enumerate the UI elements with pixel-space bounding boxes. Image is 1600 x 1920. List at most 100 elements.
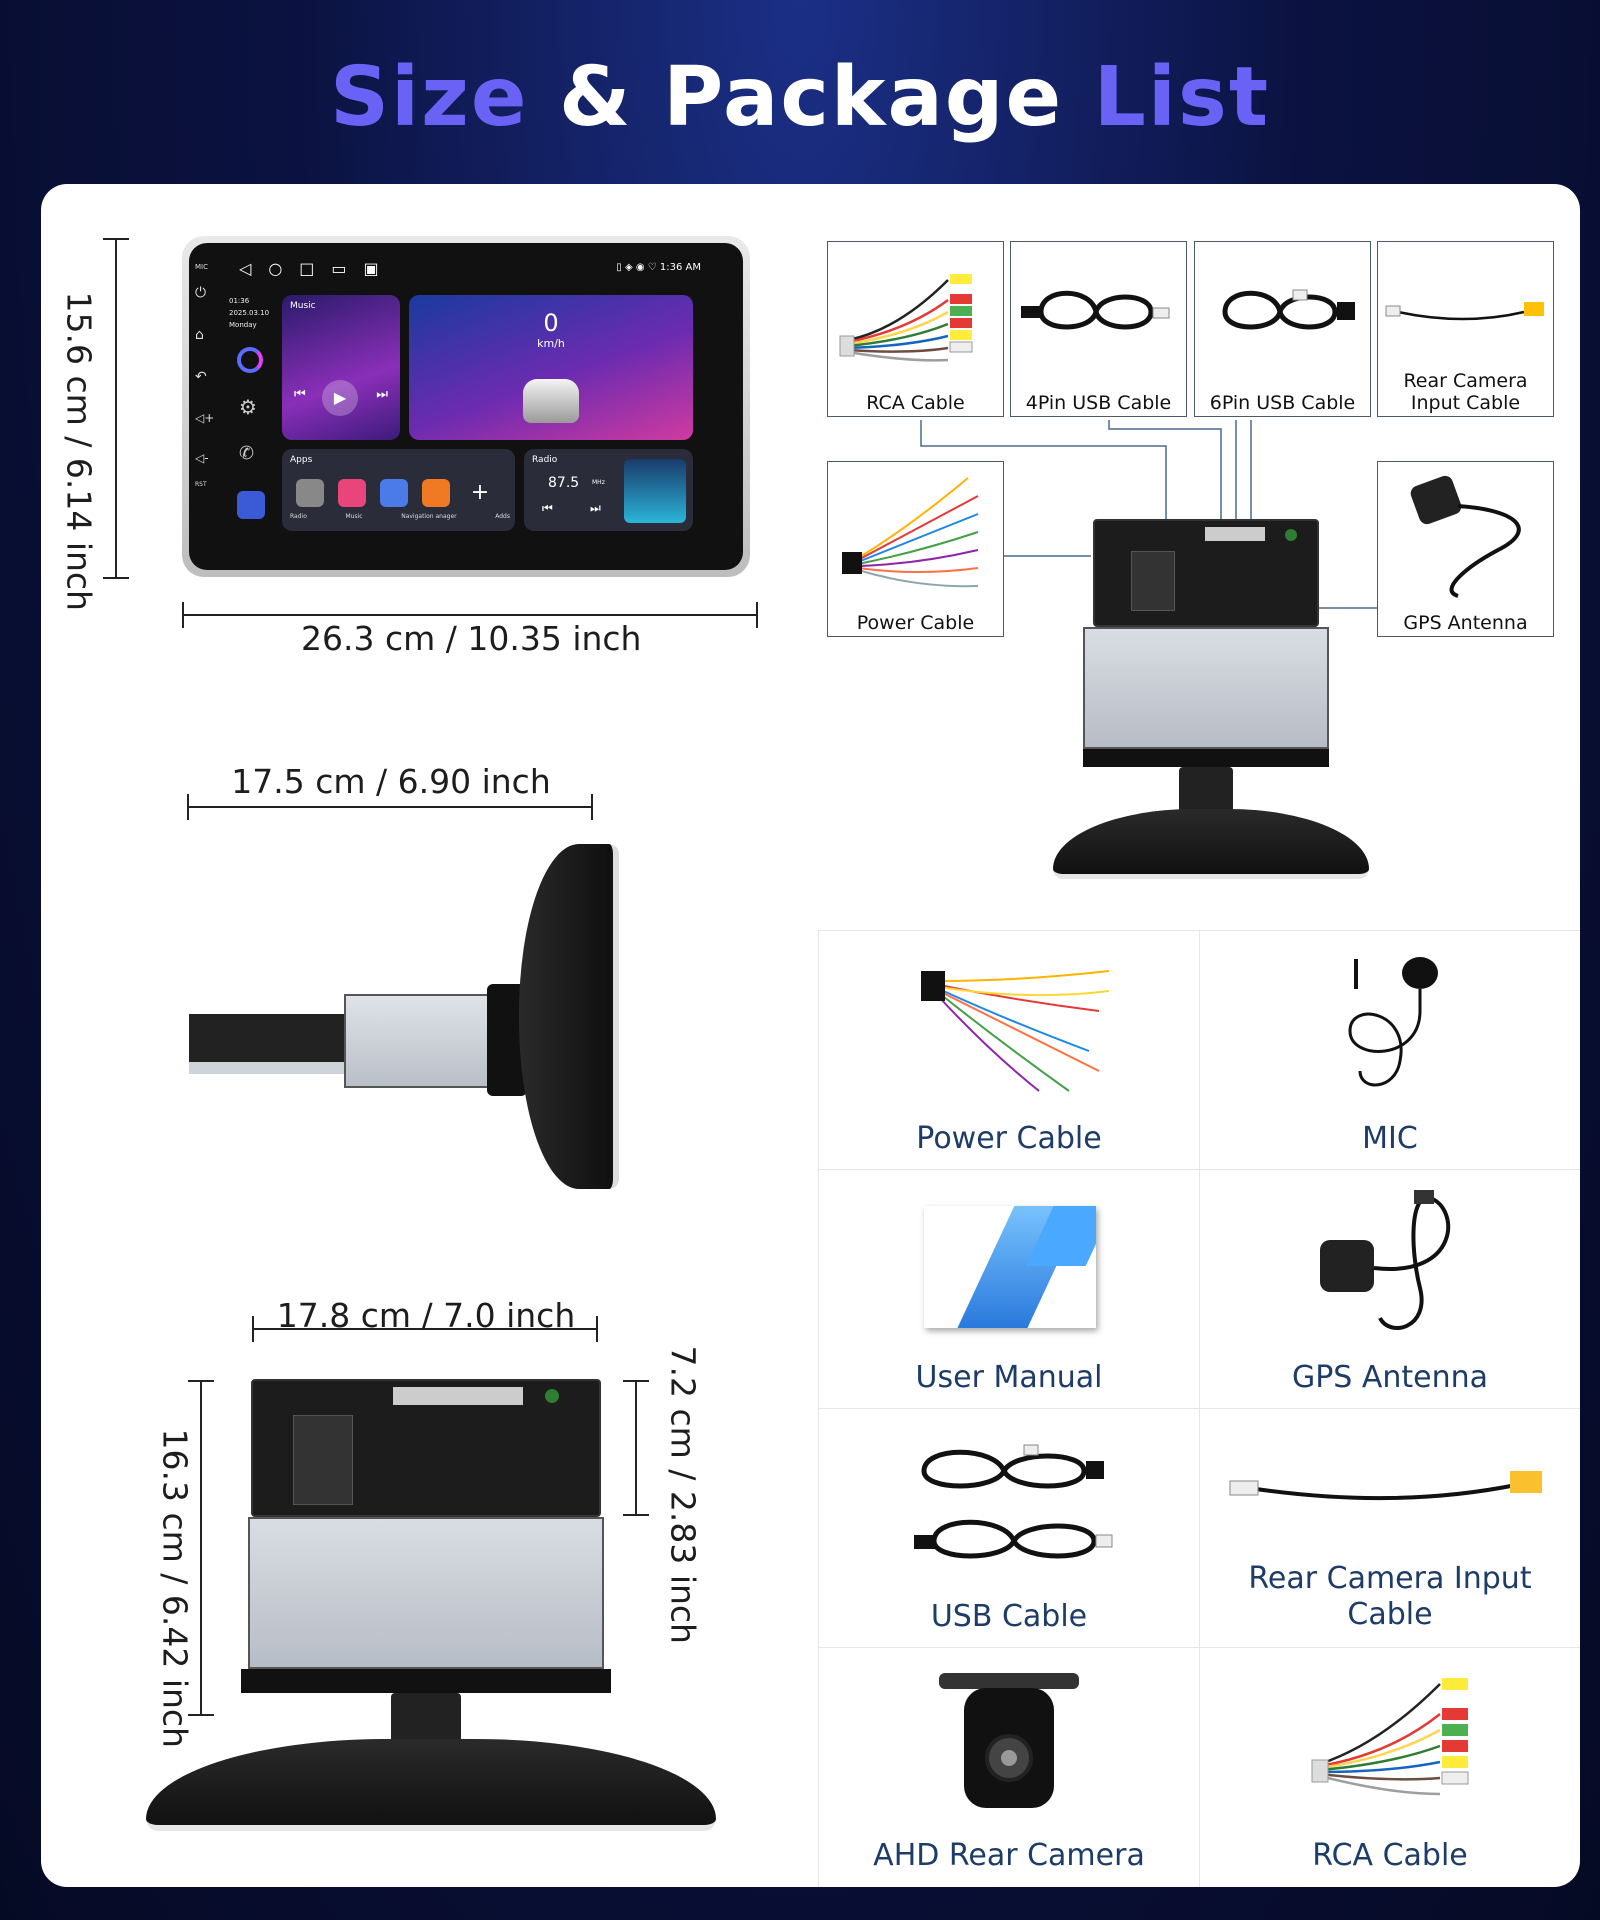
volume-down-icon[interactable]: ◁- — [195, 451, 209, 465]
head-unit-rear-view — [146, 1379, 716, 1839]
phone-icon[interactable]: ✆ — [239, 443, 255, 464]
package-label-mic: MIC — [1362, 1121, 1418, 1156]
rca-cable-icon — [1311, 1678, 1469, 1796]
package-item: User Manual — [819, 1170, 1200, 1409]
side-chassis-bracket — [344, 994, 494, 1088]
radio-app-label: Radio — [290, 513, 307, 520]
head-unit-rear-diagram — [1053, 519, 1369, 1061]
content-card: 15.6 cm / 6.14 inch MIC ⏻ ⌂ ↶ ◁+ ◁- RST … — [41, 184, 1580, 1887]
power-port — [1131, 551, 1175, 611]
screen: MIC ⏻ ⌂ ↶ ◁+ ◁- RST ◁○□▭▣ ▯ ◈ ◉ ♡ 1:36 A… — [189, 243, 743, 570]
music-card[interactable]: Music ▶ ⏮ ⏭ — [282, 295, 400, 440]
diagram-power-cable-box: Power Cable — [827, 461, 1004, 637]
rear-height-dimension-line — [188, 1380, 214, 1716]
diagram-4pin-usb-box: 4Pin USB Cable — [1010, 241, 1187, 417]
wifi-icon: ▯ ◈ ◉ ♡ — [616, 262, 660, 273]
rear-chassis-bracket — [1083, 627, 1329, 749]
package-item: Power Cable — [819, 931, 1200, 1170]
head-unit-front: MIC ⏻ ⌂ ↶ ◁+ ◁- RST ◁○□▭▣ ▯ ◈ ◉ ♡ 1:36 A… — [182, 236, 750, 577]
speed-card[interactable]: 0 km/h — [409, 295, 693, 440]
radio-app-icon[interactable] — [296, 479, 324, 507]
navigation-app-label: Navigation anager — [401, 513, 457, 520]
rear-width-label: 17.8 cm / 7.0 inch — [276, 1296, 576, 1335]
package-label-power-cable: Power Cable — [916, 1121, 1102, 1156]
diagram-usb4-label: 4Pin USB Cable — [1025, 392, 1172, 414]
nav-folder-icon[interactable]: ▭ — [331, 259, 364, 278]
stand-base — [1053, 809, 1369, 879]
power-icon[interactable]: ⏻ — [195, 285, 207, 301]
clock-widget: 01:36 2025.03.10 Monday — [229, 295, 269, 331]
volume-up-icon[interactable]: ◁+ — [195, 411, 215, 425]
rear-chassis-top — [1093, 519, 1319, 627]
package-label-gps-antenna: GPS Antenna — [1291, 1360, 1489, 1395]
title-part-package: & Package — [559, 50, 1064, 145]
music-app-icon[interactable] — [338, 479, 366, 507]
add-app-icon[interactable]: + — [470, 480, 490, 505]
file-manager-app-icon[interactable] — [422, 479, 450, 507]
mic-side-label: MIC — [195, 263, 208, 271]
usb-4pin-icon — [1021, 290, 1170, 330]
speed-unit: km/h — [537, 337, 565, 350]
gps-antenna-icon — [1320, 1190, 1451, 1330]
apps-card-label: Apps — [290, 455, 313, 465]
radio-next-icon[interactable]: ⏭ — [590, 501, 601, 515]
clock-date: 2025.03.10 — [229, 309, 270, 317]
manual-icon — [924, 1206, 1096, 1328]
side-width-label: 17.5 cm / 6.90 inch — [231, 762, 551, 801]
app-labels: Radio Music Navigation anager Adds — [290, 513, 510, 520]
package-label-ahd-rear-camera: AHD Rear Camera — [873, 1838, 1145, 1873]
settings-icon[interactable]: ⚙ — [239, 395, 257, 419]
package-item: MIC — [1200, 931, 1580, 1170]
speed-value: 0 — [543, 309, 559, 337]
diagram-gps-label: GPS Antenna — [1403, 612, 1528, 634]
adds-app-label: Adds — [495, 513, 510, 520]
home-icon[interactable]: ⌂ — [195, 327, 204, 343]
rear-view-frame — [241, 1669, 611, 1693]
side-chassis-rear — [189, 1014, 349, 1074]
radio-unit: MHz — [592, 479, 605, 486]
radio-prev-icon[interactable]: ⏮ — [542, 501, 553, 515]
diagram-rear-camera-label: Rear Camera Input Cable — [1403, 370, 1528, 414]
nav-home-icon[interactable]: ○ — [268, 259, 300, 278]
usb-port-cluster — [1205, 527, 1265, 541]
package-label-usb-cable: USB Cable — [930, 1599, 1088, 1634]
nav-back-icon[interactable]: ◁ — [239, 259, 269, 278]
diagram-6pin-usb-box: 6Pin USB Cable — [1194, 241, 1371, 417]
package-list-grid: Power Cable MIC User Manual GPS Ant — [818, 930, 1580, 1887]
rear-depth-dimension-line — [623, 1380, 649, 1516]
car-icon — [523, 379, 579, 423]
rear-camera-cable-diagram-icon — [1385, 302, 1544, 321]
prev-track-icon[interactable]: ⏮ — [294, 387, 306, 402]
fan-screw-icon — [1285, 529, 1297, 541]
apps-card: Apps + Radio Music Navigation anager Add… — [282, 449, 515, 531]
side-button-bar: MIC ⏻ ⌂ ↶ ◁+ ◁- RST — [195, 263, 215, 543]
maps-icon[interactable] — [237, 491, 265, 519]
diagram-rca-label: RCA Cable — [866, 392, 965, 414]
power-cable-diagram-icon — [842, 477, 979, 588]
back-icon[interactable]: ↶ — [195, 369, 207, 385]
rear-view-port-cluster — [393, 1387, 523, 1405]
radio-card[interactable]: Radio 87.5 MHz ⏮ ⏭ — [524, 449, 693, 531]
nav-recent-icon[interactable]: □ — [299, 259, 332, 278]
package-item: GPS Antenna — [1200, 1170, 1580, 1409]
navigation-app-icon[interactable] — [380, 479, 408, 507]
title-part-list: List — [1093, 50, 1271, 145]
side-screen-profile — [519, 844, 619, 1189]
diagram-rca-cable-box: RCA Cable — [827, 241, 1004, 417]
package-label-rear-camera-cable: Rear Camera Input Cable — [1248, 1561, 1532, 1632]
front-width-dimension-line — [182, 602, 758, 628]
next-track-icon[interactable]: ⏭ — [376, 387, 388, 402]
play-icon[interactable]: ▶ — [322, 380, 358, 416]
mic-icon — [1348, 957, 1438, 1087]
front-height-dimension-line — [103, 238, 129, 579]
front-width-label: 26.3 cm / 10.35 inch — [301, 619, 642, 658]
usb-6pin-icon — [1222, 289, 1355, 330]
camera-icon — [939, 1673, 1079, 1808]
assistant-icon[interactable] — [237, 347, 263, 373]
power-cable-icon — [921, 970, 1110, 1092]
nav-screen-icon[interactable]: ▣ — [363, 259, 396, 278]
usb-cable-icon — [914, 1444, 1113, 1559]
stand-neck — [1179, 767, 1233, 813]
rear-view-screw-icon — [545, 1389, 559, 1403]
rear-view-stand-base — [146, 1739, 716, 1831]
